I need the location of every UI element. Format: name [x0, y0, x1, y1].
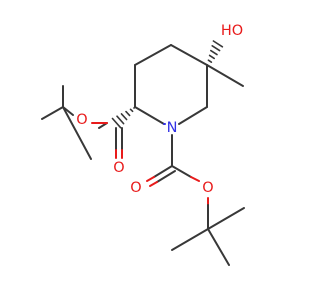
ester-carbonyl-oxygen-label: O [113, 160, 124, 176]
bond-carbamate-c-o-double-a [153, 165, 173, 178]
ester-ether-oxygen-label: O [76, 112, 87, 128]
carbamate-ether-oxygen-label: O [202, 180, 213, 196]
hashed-wedge-c5-oh [206, 40, 224, 67]
ring-nitrogen-label: N [167, 120, 178, 136]
bond-ester-tbu-down [62, 106, 92, 160]
piperidine-ring [134, 44, 208, 125]
hydroxyl-h: H [221, 23, 232, 39]
n-boc-carbamate: O O [130, 134, 245, 266]
hashed-wedge-c2-carbonyl [111, 106, 136, 129]
bond-carbamate-c-o-double-a-o [146, 176, 155, 182]
bond-carbamate-c-o-double-b [156, 170, 176, 183]
bond-carbamate-c-o-double-b-o [149, 181, 158, 187]
c5-substituents: HO [206, 23, 244, 87]
bond-carbamate-tbu-down [207, 228, 230, 266]
bond-c5-c4 [170, 44, 208, 66]
hydroxyl-o: O [232, 23, 243, 39]
bond-carbamate-tbu-left [171, 228, 209, 251]
bond-c4-c3 [134, 44, 172, 66]
molecule-structure: HO N O O O [41, 23, 245, 266]
bond-c2-n1 [134, 106, 165, 125]
c2-tert-butyl-ester: O O [41, 85, 136, 176]
bond-ester-tbu-left [41, 106, 64, 120]
bond-carbamate-c-o-single-o [190, 176, 200, 182]
hydroxyl-label: HO [221, 23, 243, 39]
carbamate-carbonyl-oxygen-label: O [130, 180, 141, 196]
bond-carbamate-tbu-right [207, 207, 245, 230]
bond-carbamate-c-o-single [171, 165, 192, 178]
bond-n1-c6 [178, 106, 208, 125]
bond-c5-methyl [206, 64, 244, 87]
